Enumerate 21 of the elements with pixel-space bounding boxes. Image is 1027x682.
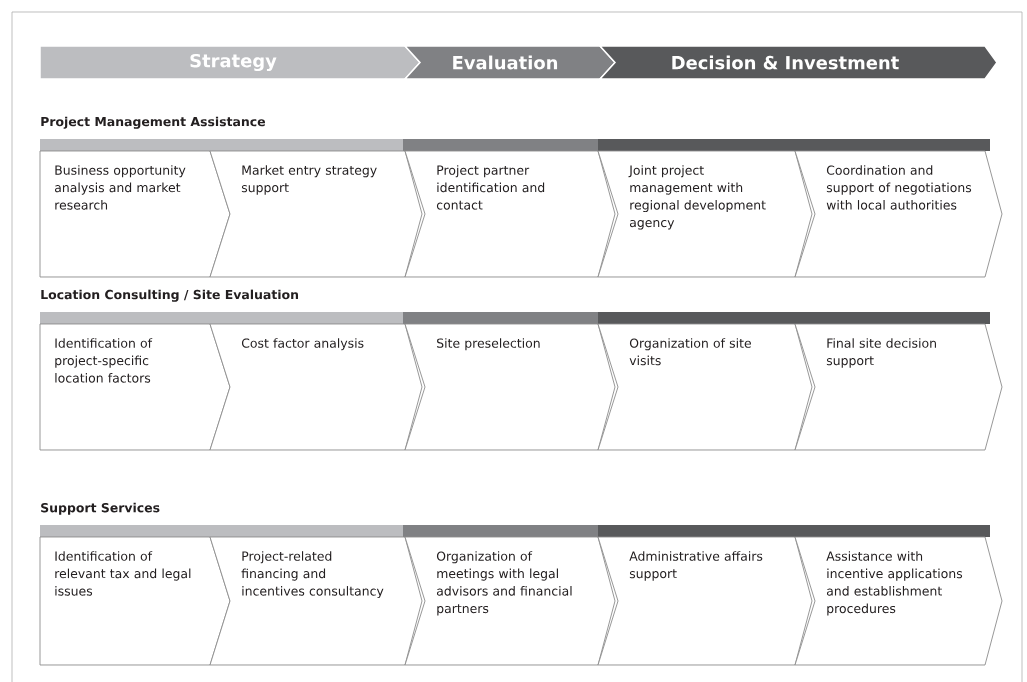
phase-band: Decision & Investment [598, 45, 998, 80]
chevron-box: Joint project management with regional development agency [597, 150, 813, 278]
section-heading: Support Services [41, 502, 160, 515]
chevron-box: Cost factor analysis [209, 323, 423, 451]
phase-band: Evaluation [403, 45, 616, 80]
chevron-box: Administrative affairs support [597, 536, 813, 666]
chevron-box: Project partner identification and contact [404, 150, 616, 278]
chevron-box: Organization of meetings with legal advisors and financial partners [404, 536, 616, 666]
section-heading: Location Consulting / Site Evaluation [41, 289, 298, 302]
chevron-box: Identification of relevant tax and legal issues [39, 536, 231, 666]
section-heading: Project Management Assistance [41, 116, 265, 129]
chevron-box: Coordination and support of negotiations with local authorities [794, 150, 1003, 278]
chevron-box: Market entry strategy support [209, 150, 423, 278]
phase-band: Strategy [39, 45, 422, 80]
chevron-box: Site preselection [404, 323, 616, 451]
chevron-box: Business opportunity analysis and market research [39, 150, 231, 278]
chevron-box: Final site decision support [794, 323, 1003, 451]
chevron-box: Identification of project-specific location factors [39, 323, 231, 451]
chevron-box: Organization of site visits [597, 323, 813, 451]
chevron-box: Assistance with incentive applications and establishment procedures [794, 536, 1003, 666]
chevron-box: Project-related financing and incentives consultancy [209, 536, 423, 666]
